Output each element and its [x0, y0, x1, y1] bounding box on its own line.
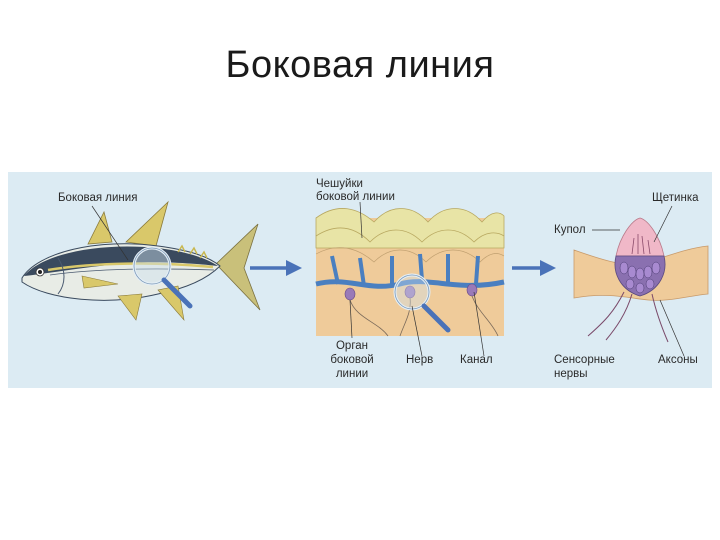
lateral-line-diagram: Боковая линия Чешуйки боковой линии Щети…	[8, 172, 712, 388]
label-canal: Канал	[460, 354, 493, 367]
label-organ-line3: линии	[322, 368, 382, 381]
label-axons: Аксоны	[658, 354, 698, 367]
label-nerve: Нерв	[406, 354, 433, 367]
label-scales-line2: боковой линии	[316, 191, 395, 204]
label-organ-line2: боковой	[322, 354, 382, 367]
arrow-right-icon	[512, 260, 556, 276]
tuna-illustration	[22, 202, 260, 320]
label-lateral-line: Боковая линия	[58, 192, 137, 205]
label-bristle: Щетинка	[652, 192, 699, 205]
label-cupula: Купол	[554, 224, 586, 237]
skin-section-illustration	[316, 202, 504, 356]
label-scales-line1: Чешуйки	[316, 178, 363, 191]
label-sensory-line2: нервы	[554, 368, 588, 381]
label-sensory-line1: Сенсорные	[554, 354, 615, 367]
label-organ-line1: Орган	[322, 340, 382, 353]
arrow-right-icon	[250, 260, 302, 276]
slide-title: Боковая линия	[0, 44, 720, 87]
neuromast-illustration	[574, 206, 708, 356]
